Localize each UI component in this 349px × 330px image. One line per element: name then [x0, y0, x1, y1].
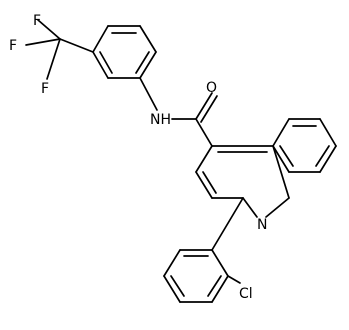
quinoline-ring [195, 118, 337, 218]
fluorine-label-top: F [33, 13, 41, 29]
amide-nh-label: NH [150, 112, 171, 128]
chlorine-label: Cl [239, 286, 253, 302]
cf3-group [25, 19, 94, 80]
atom-labels: F F F O NH N Cl [9, 13, 267, 302]
trifluoromethylphenyl-ring [92, 25, 157, 79]
fluorine-label-bottom: F [41, 81, 49, 97]
quinoline-nitrogen-label: N [257, 217, 267, 233]
fluorine-label-left: F [9, 38, 17, 54]
chlorophenyl-ring [163, 197, 244, 303]
amide-linkage [139, 77, 218, 147]
carbonyl-oxygen-label: O [206, 80, 217, 96]
